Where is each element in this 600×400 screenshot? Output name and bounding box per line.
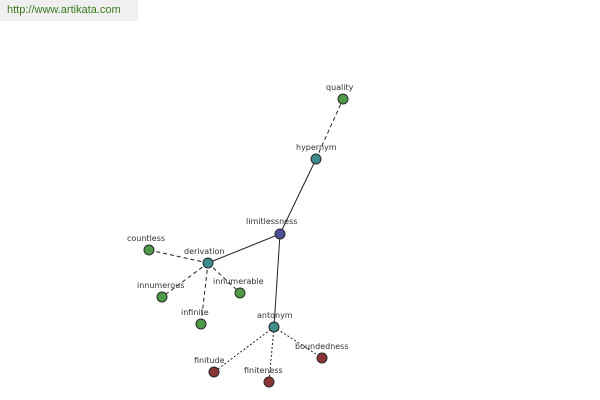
edge-derivation-countless bbox=[148, 249, 209, 264]
node-label-countless: countless bbox=[127, 234, 165, 243]
node-label-innumerable: innumerable bbox=[213, 277, 264, 286]
site-link[interactable]: http://www.artikata.com bbox=[0, 0, 138, 21]
edge-antonym-boundedness bbox=[273, 326, 323, 359]
node-finiteness[interactable] bbox=[263, 376, 275, 388]
node-antonym[interactable] bbox=[268, 321, 280, 333]
edge-derivation-innumerable bbox=[207, 262, 241, 294]
edge-limitlessness-hypernym bbox=[279, 158, 317, 235]
node-label-antonym: antonym bbox=[257, 311, 293, 320]
node-infinite[interactable] bbox=[195, 318, 207, 330]
node-label-limitlessness: limitlessness bbox=[246, 217, 297, 226]
node-countless[interactable] bbox=[143, 244, 155, 256]
graph-edges bbox=[148, 98, 344, 383]
edge-antonym-finiteness bbox=[268, 326, 275, 383]
node-derivation[interactable] bbox=[202, 257, 214, 269]
node-quality[interactable] bbox=[337, 93, 349, 105]
edge-antonym-finitude bbox=[213, 326, 275, 373]
edge-hypernym-quality bbox=[315, 98, 344, 160]
node-label-boundedness: boundedness bbox=[295, 342, 349, 351]
node-boundedness[interactable] bbox=[316, 352, 328, 364]
node-hypernym[interactable] bbox=[310, 153, 322, 165]
edge-limitlessness-antonym bbox=[273, 233, 281, 328]
node-limitlessness[interactable] bbox=[274, 228, 286, 240]
edge-derivation-innumerous bbox=[161, 262, 209, 298]
node-label-quality: quality bbox=[326, 83, 354, 92]
node-finitude[interactable] bbox=[208, 366, 220, 378]
node-innumerable[interactable] bbox=[234, 287, 246, 299]
node-label-hypernym: hypernym bbox=[296, 143, 337, 152]
node-label-finiteness: finiteness bbox=[244, 366, 283, 375]
node-label-derivation: derivation bbox=[184, 247, 224, 256]
node-label-infinite: infinite bbox=[181, 308, 209, 317]
edge-derivation-infinite bbox=[200, 262, 209, 325]
node-label-innumerous: innumerous bbox=[137, 281, 184, 290]
node-label-finitude: finitude bbox=[194, 356, 225, 365]
graph-nodes bbox=[143, 93, 349, 388]
graph-labels: limitlessness hypernym quality derivation co… bbox=[127, 83, 354, 375]
node-innumerous[interactable] bbox=[156, 291, 168, 303]
edge-limitlessness-derivation bbox=[207, 233, 281, 264]
